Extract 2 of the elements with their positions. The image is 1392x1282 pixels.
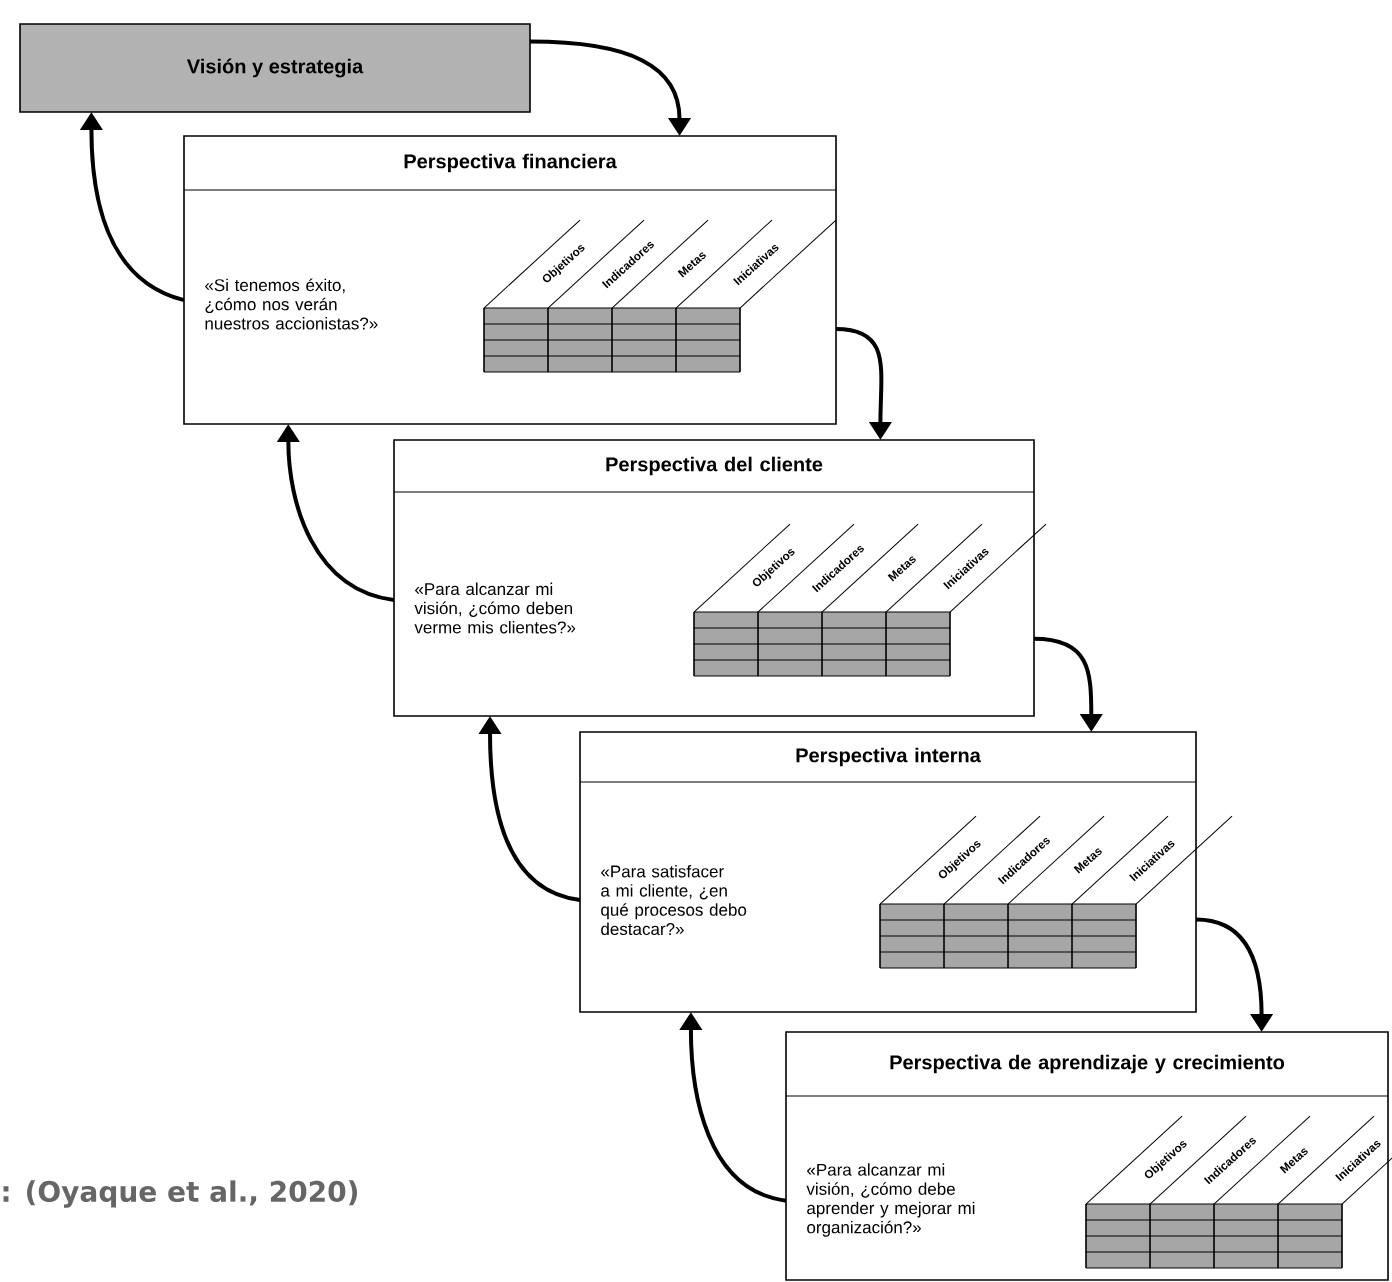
strategy-box: Visión y estrategia	[19, 23, 531, 113]
source-note: : (Oyaque et al., 2020)	[3, 1180, 358, 1208]
